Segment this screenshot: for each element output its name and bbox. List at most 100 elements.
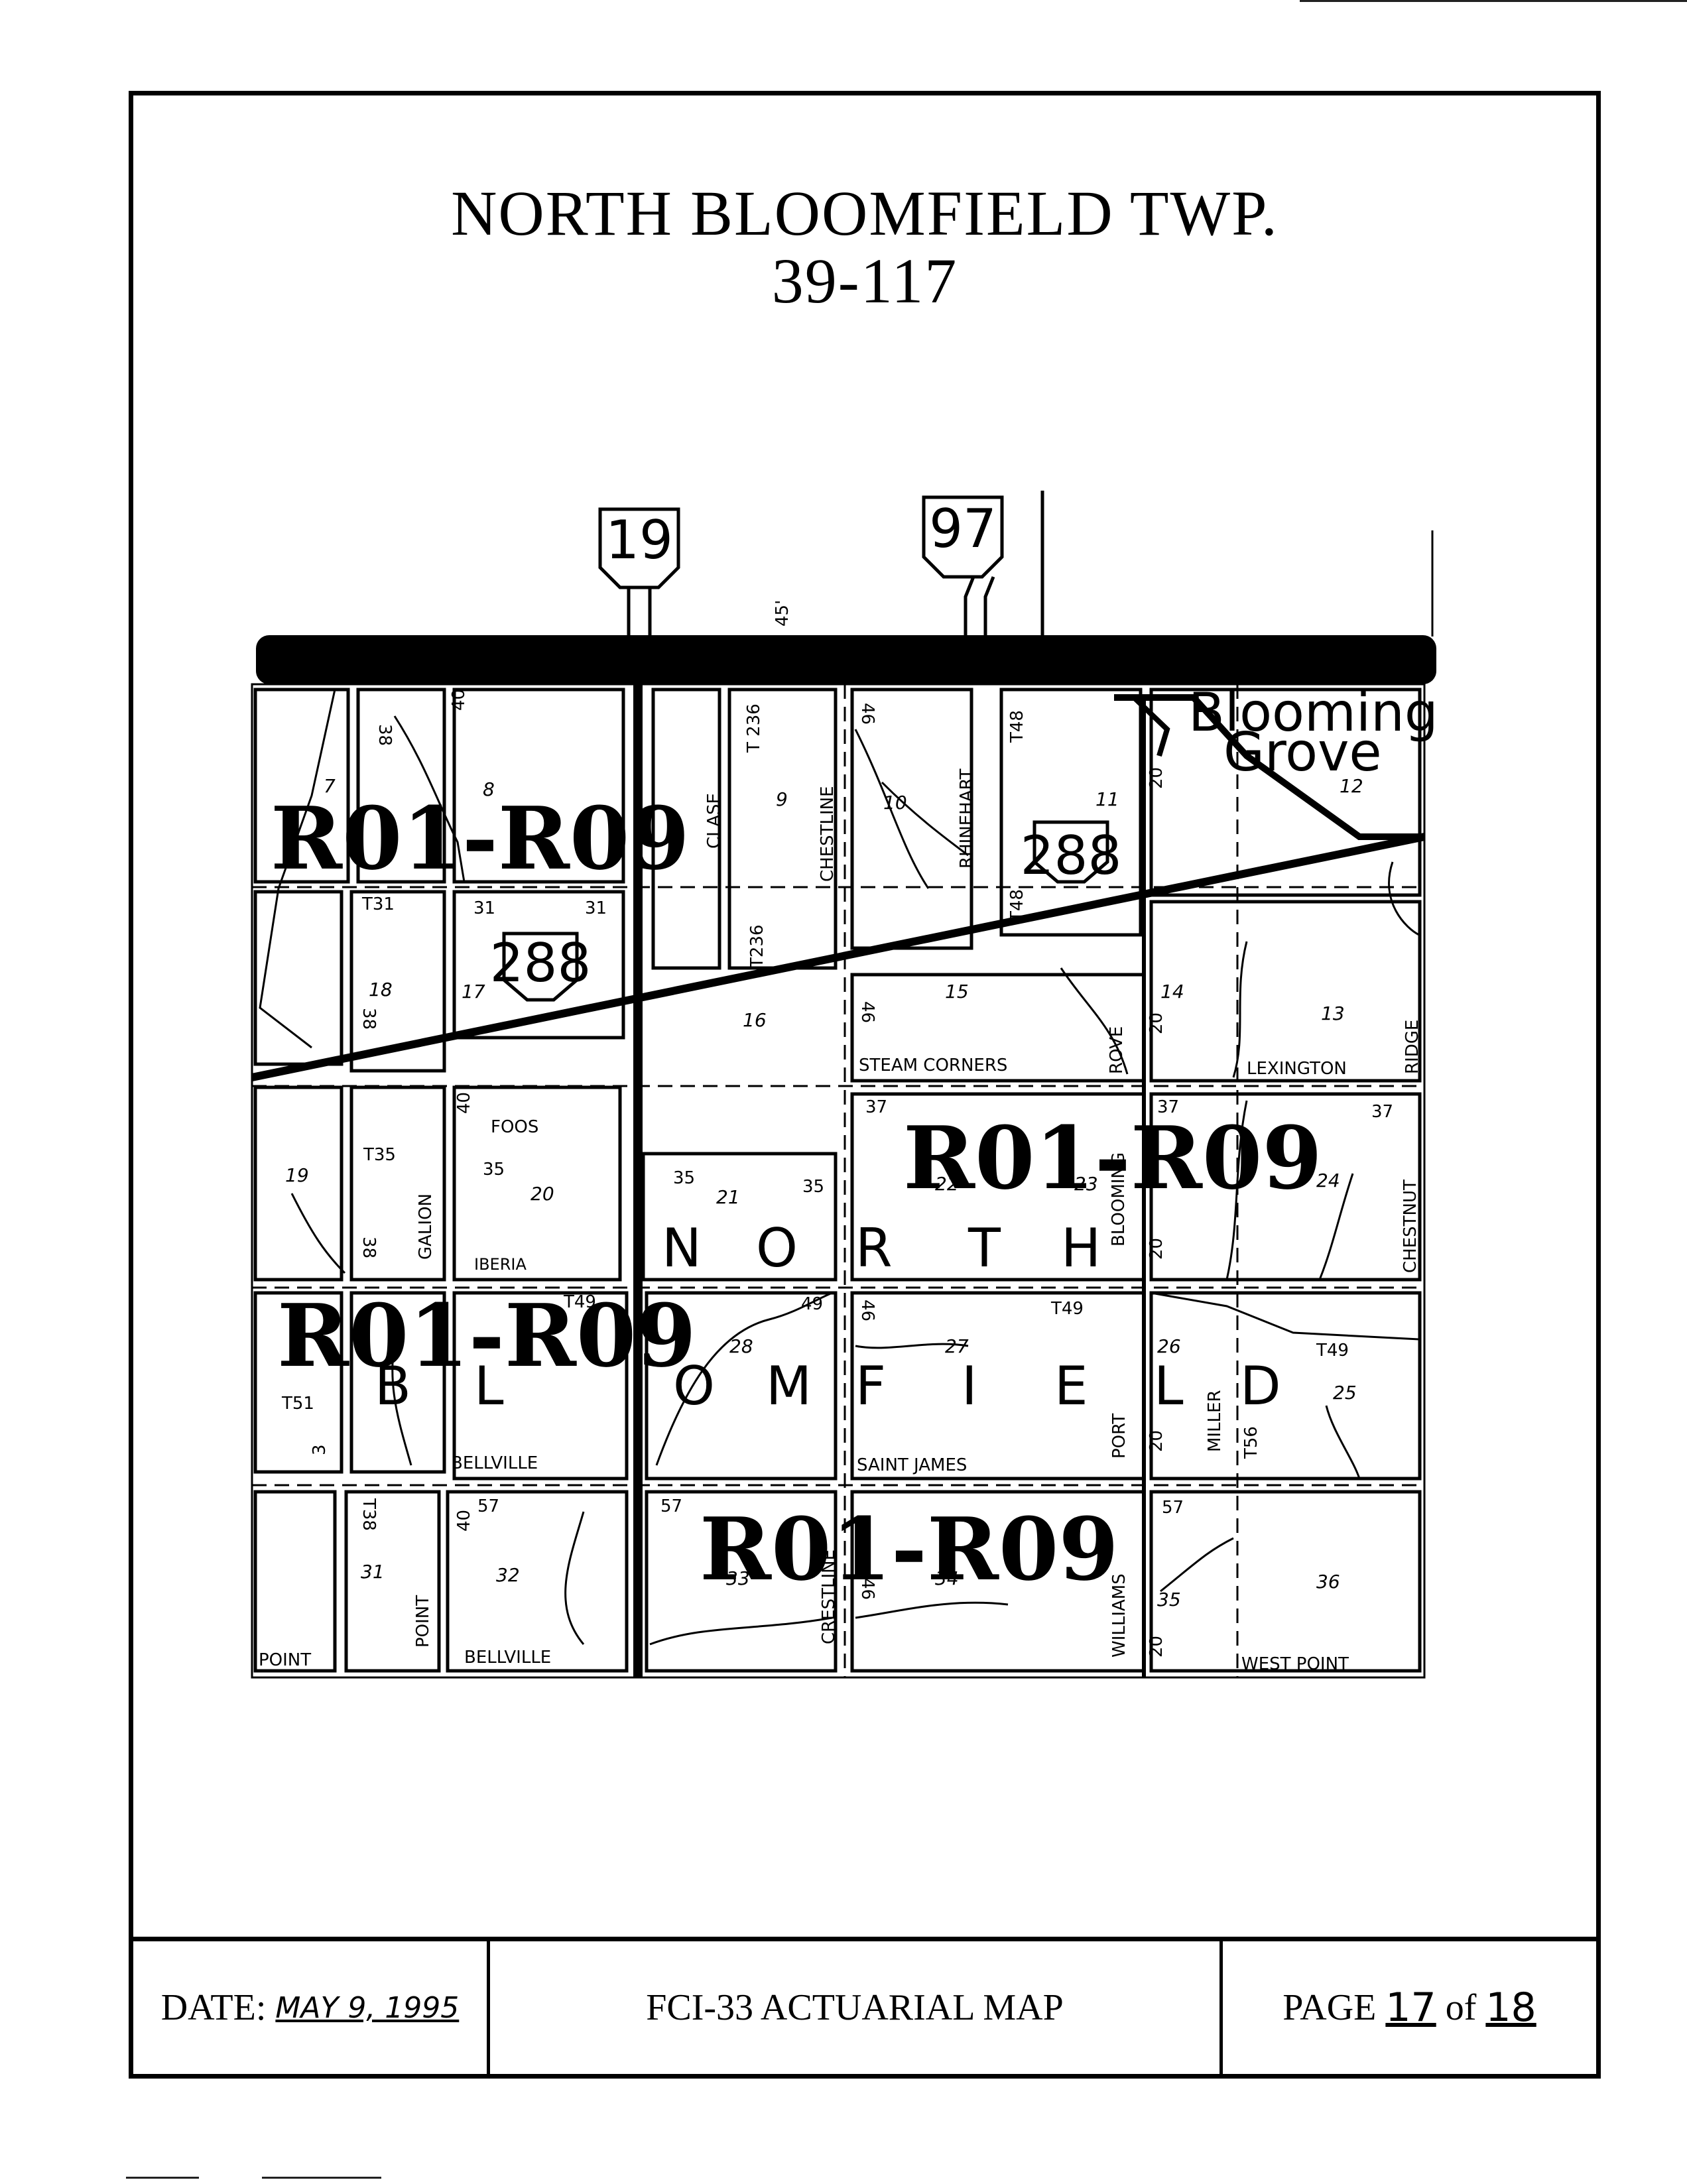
route-number: 20 [1147, 1238, 1166, 1260]
route-number: 3 [310, 1444, 330, 1455]
township-letter: D [1240, 1355, 1281, 1417]
route-number: 37 [865, 1097, 887, 1117]
route-288-label-west: 288 [490, 932, 592, 994]
map-frame: NORTH BLOOMFIELD TWP. 39-117 DATE: MAY 9… [129, 91, 1601, 2079]
state-routes [251, 684, 1426, 1677]
township-code: 39-117 [771, 245, 958, 316]
route-numbers: 38 40 T 236 46 T48 T48 T236 20 T31 31 31… [281, 689, 1393, 1658]
route-number: 46 [857, 1001, 877, 1023]
section-number: 10 [883, 792, 907, 814]
route-number: 46 [857, 1578, 877, 1600]
route-19-label: 19 [605, 509, 673, 571]
route-number: T48 [1007, 889, 1027, 922]
township-letters: N O R T H B L O M F I E L D [375, 1217, 1281, 1417]
road-label: BLOOMING [1109, 1152, 1129, 1246]
section-number: 35 [1157, 1589, 1181, 1610]
route-number: 35 [483, 1160, 505, 1180]
county-line-band [256, 635, 1436, 684]
page-cell: PAGE 17 of 18 [1219, 1941, 1596, 2074]
section-number: 20 [531, 1183, 554, 1205]
route-number: 40 [454, 1510, 474, 1532]
page-of: of [1445, 1987, 1477, 2028]
place-grove: Grove [1223, 721, 1382, 783]
road-label: CHESTNUT [1401, 1180, 1420, 1273]
section-number: 7 [324, 775, 336, 797]
township-letter: I [962, 1355, 977, 1417]
section-number: 18 [369, 979, 393, 1001]
route-number: T35 [363, 1145, 396, 1165]
road-label: POINT [259, 1650, 311, 1670]
road-label: WILLIAMS [1109, 1573, 1129, 1658]
section-number: 25 [1333, 1382, 1357, 1404]
streams [259, 689, 1420, 1646]
route-number: T49 [563, 1292, 596, 1312]
section-number: 31 [361, 1561, 385, 1583]
road-label: LEXINGTON [1247, 1059, 1347, 1079]
township-letter: O [756, 1217, 798, 1279]
route-number: 37 [1157, 1097, 1179, 1117]
section-number: 34 [935, 1567, 959, 1589]
route-number: T31 [361, 894, 395, 914]
section-number: 22 [935, 1173, 959, 1195]
route-number: T38 [359, 1498, 379, 1531]
top-tick-label: 45' [773, 600, 792, 627]
route-number: T49 [1316, 1341, 1349, 1361]
township-letter: R [855, 1217, 893, 1279]
section-number: 23 [1074, 1173, 1098, 1195]
road-labels-horizontal: STEAM CORNERS LEXINGTON FOOS IBERIA BELL… [259, 1056, 1349, 1674]
township-title: NORTH BLOOMFIELD TWP. [451, 178, 1279, 249]
route-number: 40 [449, 689, 469, 711]
road-label: MILLER [1205, 1390, 1225, 1452]
place-blooming: Blooming [1188, 682, 1438, 743]
route-number: 57 [660, 1496, 682, 1516]
township-letter: F [855, 1355, 886, 1417]
route-number: 57 [1162, 1498, 1184, 1518]
road-label: BELLVILLE [464, 1648, 551, 1668]
route-number: 46 [857, 1300, 877, 1321]
section-number: 32 [496, 1564, 520, 1586]
road-label: STEAM CORNERS [859, 1056, 1007, 1075]
route-number: 35 [802, 1177, 824, 1197]
section-number: 33 [726, 1567, 750, 1589]
zone-stamp: R01-R09 [277, 1285, 696, 1386]
route-number: 38 [359, 1008, 379, 1030]
township-letter: H [1061, 1217, 1101, 1279]
zone-stamp: R01-R09 [903, 1107, 1322, 1209]
page-number: 17 [1385, 1984, 1436, 2031]
route-97-shield [922, 495, 1004, 579]
route-number: 20 [1147, 1012, 1166, 1034]
section-number: 36 [1316, 1571, 1340, 1593]
section-number: 13 [1321, 1002, 1345, 1024]
section-number: 24 [1316, 1170, 1340, 1191]
route-number: 57 [477, 1496, 499, 1516]
map-name: FCI-33 ACTUARIAL MAP [646, 1987, 1064, 2028]
road-label: POINT [413, 1595, 433, 1648]
section-number: 27 [945, 1335, 969, 1357]
route-number: 38 [359, 1237, 379, 1258]
road-label: IBERIA [474, 1255, 527, 1274]
route-number: 20 [1147, 1430, 1166, 1452]
township-letter: E [1054, 1355, 1088, 1417]
road-label: RIDGE [1403, 1020, 1422, 1074]
road-label: CLASE [704, 793, 724, 849]
route-288-shield-east [1032, 820, 1109, 884]
road-label: WEST POINT [1241, 1654, 1349, 1674]
page-edge-mark [126, 2177, 199, 2179]
page-edge-mark [262, 2177, 381, 2179]
section-number: 12 [1340, 775, 1363, 797]
township-letter: N [662, 1217, 702, 1279]
route-number: 31 [473, 898, 495, 918]
route-number: T56 [1241, 1426, 1261, 1459]
route-97-label: 97 [929, 498, 997, 560]
route-288-shield-west [502, 932, 579, 1002]
township-letter: L [1154, 1355, 1184, 1417]
township-letter: B [375, 1355, 411, 1417]
date-cell: DATE: MAY 9, 1995 [133, 1941, 487, 2074]
route-number: T 236 [744, 703, 764, 753]
township-letter: O [673, 1355, 715, 1417]
zone-stamps: R01-R09 R01-R09 R01-R09 R01-R09 [271, 788, 1322, 1600]
section-number: 21 [716, 1186, 740, 1208]
road-label: FOOS [491, 1117, 538, 1137]
township-boundary [251, 683, 1426, 1679]
township-letter: M [766, 1355, 812, 1417]
